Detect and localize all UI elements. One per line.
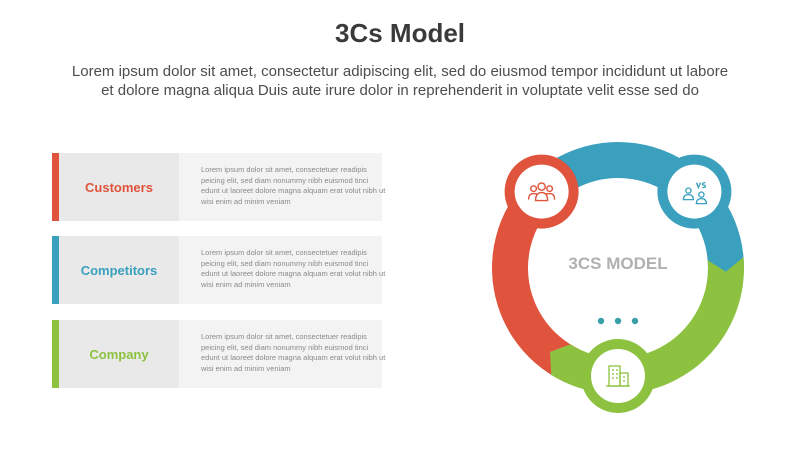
versus-icon [682,181,708,205]
competitors-description-box: Lorem ipsum dolor sit amet, consectetuer… [179,236,385,304]
building-icon [606,365,630,387]
competitors-icon-node [657,154,732,229]
wheel-center-title: 3CS MODEL [568,254,668,273]
competitors-row: Competitors Lorem ipsum dolor sit amet, … [52,236,385,304]
page-title: 3Cs Model [334,18,466,48]
customers-description: Lorem ipsum dolor sit amet, consectetuer… [201,165,386,206]
competitors-accent-bar [52,236,59,304]
customers-icon-node [504,154,579,229]
center-dot [614,317,622,325]
customers-description-box: Lorem ipsum dolor sit amet, consectetuer… [179,153,385,221]
company-description: Lorem ipsum dolor sit amet, consectetuer… [201,332,386,373]
company-node-face [591,349,645,403]
competitors-description: Lorem ipsum dolor sit amet, consectetuer… [201,248,386,289]
company-row: Company Lorem ipsum dolor sit amet, cons… [52,320,385,388]
customers-accent-bar [52,153,59,221]
subtitle-line-1: Lorem ipsum dolor sit amet, consectetur … [71,63,729,80]
subtitle-line-2: et dolore magna aliqua Duis aute irure d… [101,82,699,99]
company-description-box: Lorem ipsum dolor sit amet, consectetuer… [179,320,385,388]
customers-node-face [514,164,569,219]
subtitle: Lorem ipsum dolor sit amet, consectetur … [30,62,770,100]
competitors-node-face [667,164,722,219]
people-group-icon [527,182,556,202]
company-label: Company [59,320,179,388]
customers-label: Customers [59,153,179,221]
cycle-wheel [491,142,744,413]
company-icon-node [581,339,655,413]
competitors-label: Competitors [59,236,179,304]
customers-row: Customers Lorem ipsum dolor sit amet, co… [52,153,385,221]
center-dot [631,317,639,325]
center-dot [597,317,605,325]
company-accent-bar [52,320,59,388]
